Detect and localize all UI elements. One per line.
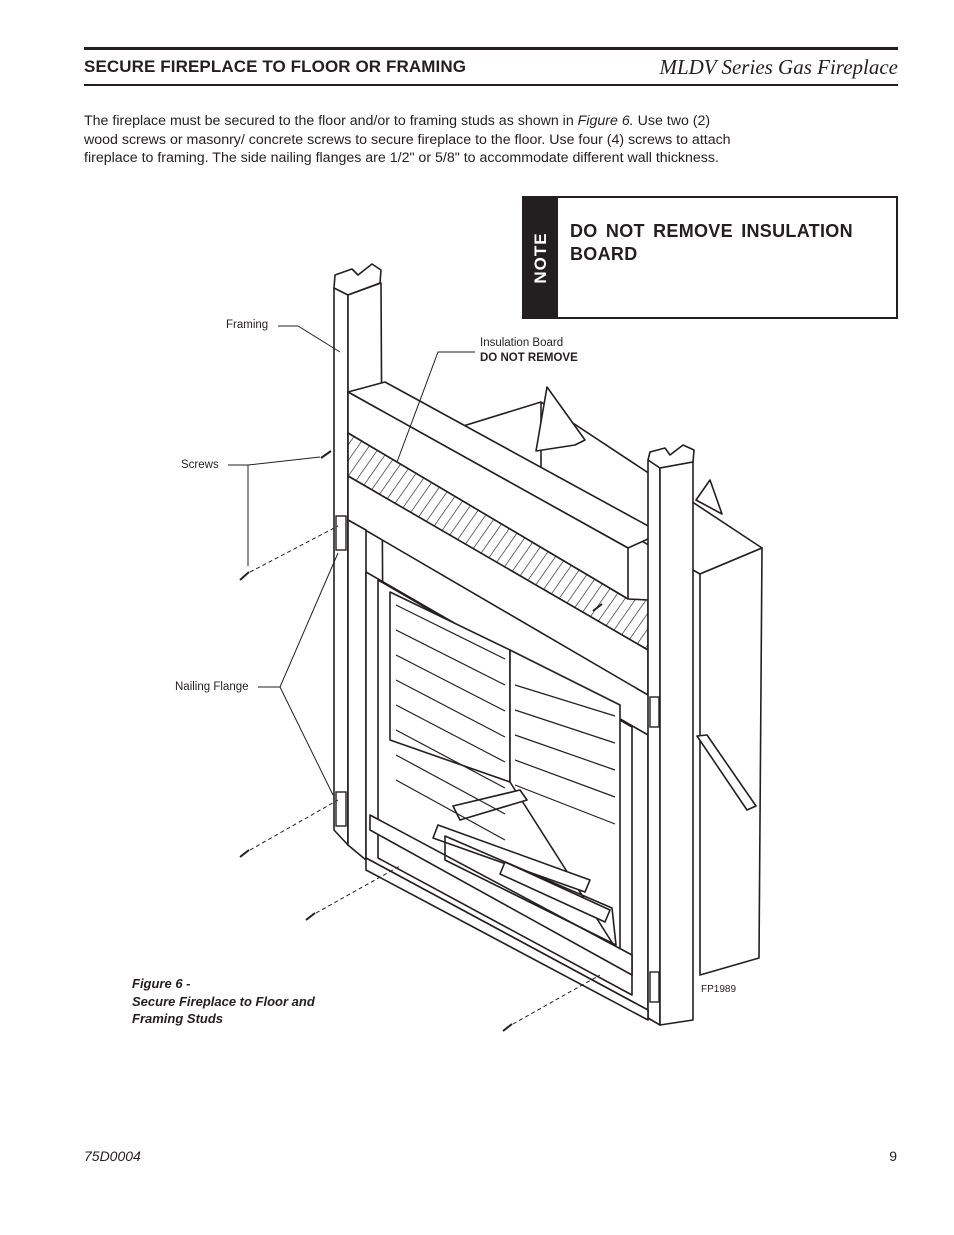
- series-title: MLDV Series Gas Fireplace: [659, 55, 898, 79]
- screw-icon: [592, 603, 603, 612]
- right-framing-front: [647, 454, 661, 1026]
- log-2: [432, 824, 591, 893]
- label-do-not-remove: DO NOT REMOVE: [480, 352, 578, 364]
- label-insulation-board: Insulation Board: [480, 337, 564, 349]
- figure-reference: Figure 6.: [577, 113, 634, 129]
- lower-front-panel: [365, 857, 649, 1021]
- header-rule-bottom: [84, 84, 898, 86]
- nailing-flange-left-lower: [335, 791, 347, 827]
- side-handle: [696, 734, 757, 811]
- nailing-flange-left-upper: [335, 515, 347, 551]
- note-text: DO NOT REMOVE INSULATION BOARD: [570, 221, 853, 264]
- nailing-flange-right-upper: [649, 696, 660, 728]
- grate: [444, 835, 617, 946]
- instructions-paragraph: The fireplace must be secured to the flo…: [84, 113, 731, 166]
- footer-doc-number: 75D0004: [84, 1148, 141, 1164]
- screw-icon: [502, 1023, 513, 1032]
- note-box: NOTE DO NOT REMOVE INSULATION BOARD: [522, 196, 898, 319]
- screw-icon: [239, 571, 250, 581]
- log-3: [499, 861, 611, 923]
- left-framing-front: [333, 281, 349, 846]
- label-nailing-flange: Nailing Flange: [175, 681, 249, 693]
- standoff-bracket: [535, 386, 586, 452]
- figure-caption: Figure 6 - Secure Fireplace to Floor and…: [132, 976, 315, 1026]
- label-screws: Screws: [181, 459, 219, 471]
- footer-page-number: 9: [889, 1148, 897, 1164]
- screw-icon: [320, 450, 332, 459]
- screw-icon: [305, 912, 316, 921]
- nailing-flange-right-lower: [649, 971, 660, 1003]
- label-framing: Framing: [226, 319, 269, 331]
- label-drawing-code: FP1989: [701, 984, 737, 995]
- header-rule-top: [84, 47, 898, 50]
- firebox-right-side: [699, 547, 763, 976]
- screw-icon: [239, 849, 250, 858]
- section-title: SECURE FIREPLACE TO FLOOR OR FRAMING: [84, 57, 467, 76]
- log-1: [452, 789, 528, 821]
- note-tab: NOTE: [524, 198, 558, 317]
